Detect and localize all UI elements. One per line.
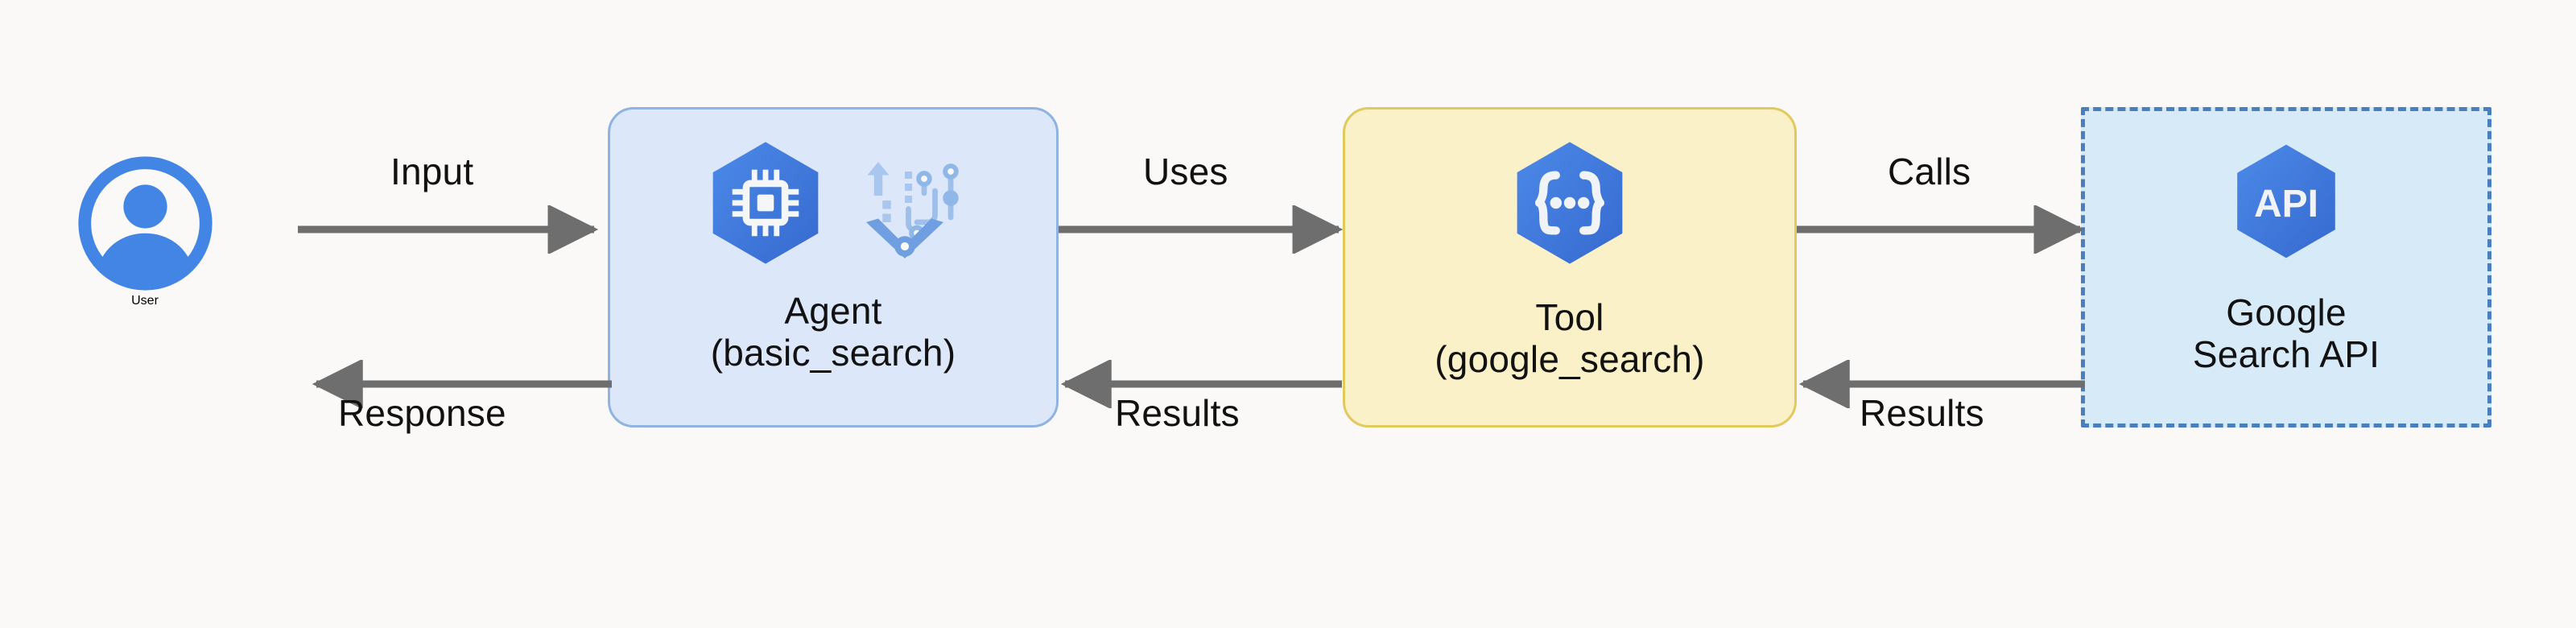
edge-label-uses: Uses bbox=[1143, 151, 1228, 192]
api-label-line2: Search API bbox=[2192, 333, 2380, 376]
api-hexagon-icon: API bbox=[2237, 144, 2335, 258]
node-google-search-api[interactable]: API Google Search API bbox=[2081, 107, 2491, 428]
edge-label-calls: Calls bbox=[1888, 151, 1971, 192]
tool-icon-group bbox=[1501, 134, 1639, 272]
cpu-hexagon-icon bbox=[712, 142, 819, 264]
api-label-line1: Google bbox=[2226, 291, 2347, 333]
edge-user-to-agent bbox=[298, 205, 599, 254]
edge-label-response: Response bbox=[338, 392, 506, 434]
edge-label-results-tool: Results bbox=[1115, 392, 1240, 434]
node-agent[interactable]: Agent (basic_search) bbox=[608, 107, 1059, 428]
edge-agent-to-tool bbox=[1059, 205, 1344, 254]
edge-label-input: Input bbox=[390, 151, 474, 192]
user-account-circle-icon bbox=[77, 156, 213, 291]
node-tool[interactable]: Tool (google_search) bbox=[1343, 107, 1797, 428]
tool-label-line1: Tool bbox=[1535, 296, 1604, 338]
edge-label-results-api: Results bbox=[1860, 392, 1984, 434]
agent-label: Agent (basic_search) bbox=[711, 290, 956, 374]
api-icon-group: API bbox=[2222, 137, 2351, 266]
user-label: User bbox=[131, 294, 159, 308]
tool-label-line2: (google_search) bbox=[1435, 338, 1705, 381]
code-braces-hexagon-icon bbox=[1517, 142, 1623, 264]
agent-workflow-icon bbox=[866, 162, 959, 258]
agent-label-line1: Agent bbox=[784, 290, 882, 332]
agent-label-line2: (basic_search) bbox=[710, 332, 956, 374]
node-user[interactable]: User bbox=[32, 153, 258, 419]
agent-icon-group bbox=[696, 134, 970, 272]
edge-agent-to-user bbox=[312, 360, 612, 408]
tool-label: Tool (google_search) bbox=[1435, 296, 1704, 381]
api-label: Google Search API bbox=[2193, 291, 2380, 376]
edge-api-to-tool bbox=[1798, 360, 2085, 408]
api-hexagon-text: API bbox=[2254, 183, 2318, 225]
edge-tool-to-agent bbox=[1060, 360, 1342, 408]
edge-tool-to-api bbox=[1797, 205, 2085, 254]
